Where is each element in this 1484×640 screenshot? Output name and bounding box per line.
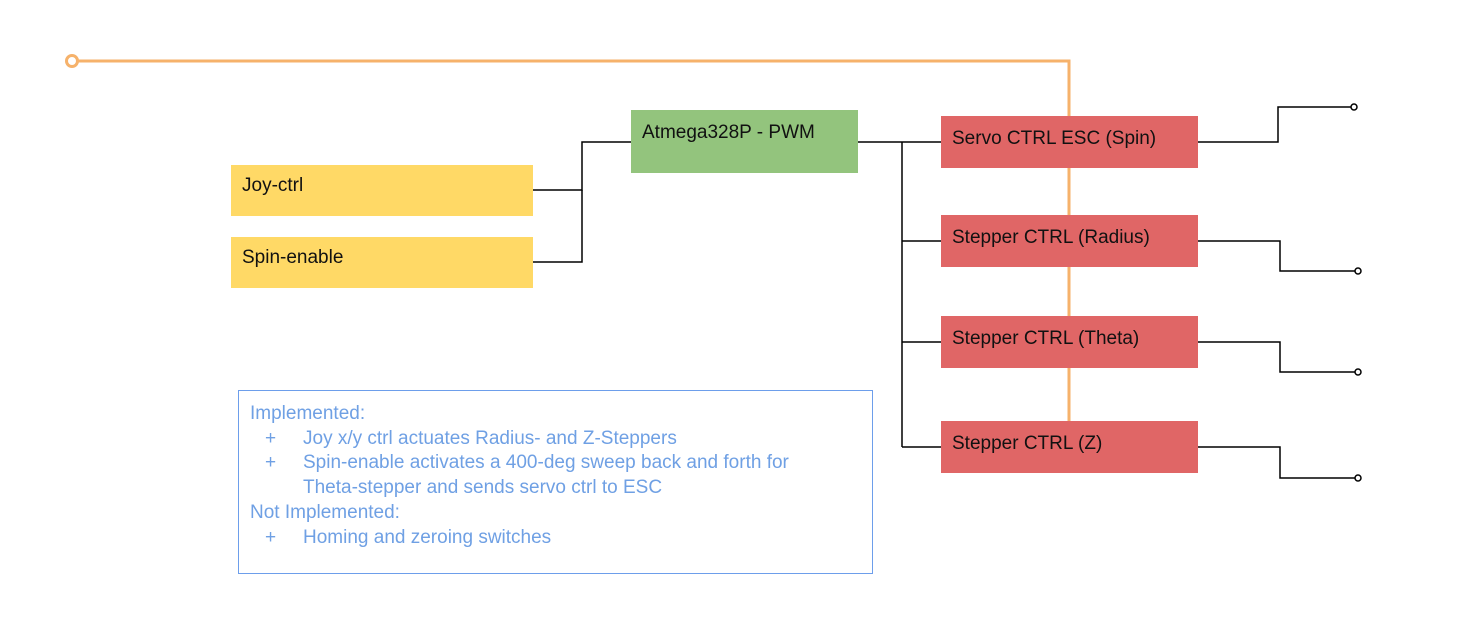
spin-enable-label: Spin-enable [242, 247, 344, 268]
bullet-icon: + [265, 526, 277, 548]
z-output-terminal [1354, 474, 1362, 482]
joy-ctrl-wire [533, 141, 631, 191]
servo-esc-label: Servo CTRL ESC (Spin) [952, 128, 1157, 149]
stepper-theta-block: Stepper CTRL (Theta) [941, 316, 1198, 368]
not-implemented-item-text: Homing and zeroing switches [303, 526, 552, 548]
implemented-item-text: Spin-enable activates a 400-deg sweep ba… [303, 452, 789, 499]
spin-output-wire [1198, 106, 1351, 143]
theta-output-wire [1198, 341, 1355, 373]
spin-output-terminal [1350, 103, 1358, 111]
bullet-icon: + [265, 452, 277, 474]
not-implemented-item: + Homing and zeroing switches [250, 526, 872, 551]
bullet-icon: + [265, 427, 277, 449]
z-output-wire [1198, 446, 1355, 479]
controller-label: Atmega328P - PWM [642, 122, 815, 143]
stepper-radius-label: Stepper CTRL (Radius) [952, 227, 1150, 248]
spin-enable-block: Spin-enable [231, 237, 533, 288]
theta-output-terminal [1354, 368, 1362, 376]
servo-esc-block: Servo CTRL ESC (Spin) [941, 116, 1198, 168]
implemented-item: + Joy x/y ctrl actuates Radius- and Z-St… [250, 427, 872, 452]
implemented-item: + Spin-enable activates a 400-deg sweep … [250, 451, 848, 500]
stepper-theta-label: Stepper CTRL (Theta) [952, 328, 1140, 349]
power-rail-terminal [65, 54, 79, 68]
power-rail-line [78, 59, 1071, 425]
notes-box: Implemented: + Joy x/y ctrl actuates Rad… [238, 390, 873, 574]
stepper-z-block: Stepper CTRL (Z) [941, 421, 1198, 473]
not-implemented-heading: Not Implemented: [250, 501, 400, 523]
pwm-bus-wire [858, 141, 941, 448]
controller-block: Atmega328P - PWM [631, 110, 858, 173]
spin-enable-wire [533, 190, 583, 263]
radius-output-terminal [1354, 267, 1362, 275]
implemented-heading: Implemented: [250, 403, 366, 424]
implemented-item-text: Joy x/y ctrl actuates Radius- and Z-Step… [303, 427, 677, 449]
joy-ctrl-block: Joy-ctrl [231, 165, 533, 216]
stepper-radius-block: Stepper CTRL (Radius) [941, 215, 1198, 267]
stepper-z-label: Stepper CTRL (Z) [952, 433, 1103, 454]
joy-ctrl-label: Joy-ctrl [242, 175, 304, 196]
radius-output-wire [1198, 240, 1355, 272]
